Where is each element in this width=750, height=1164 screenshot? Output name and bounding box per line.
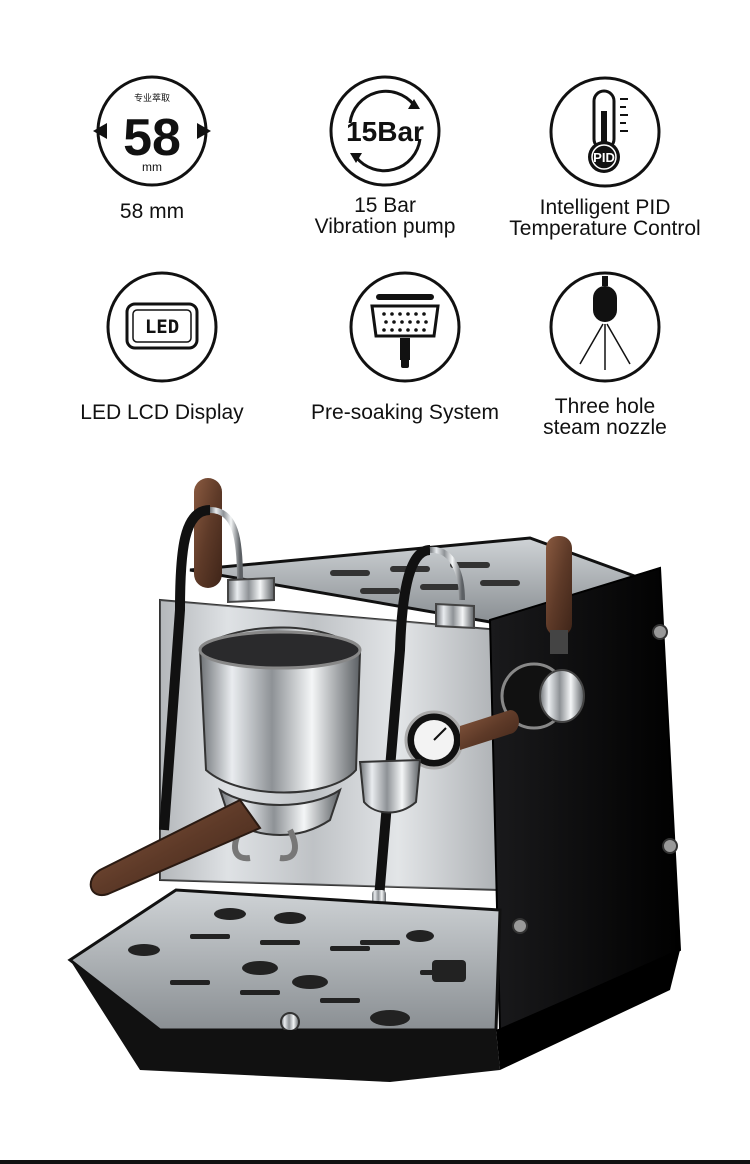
icon-15bar-text: 15Bar: [346, 116, 424, 147]
feature-steam-nozzle: Three hole steam nozzle: [520, 270, 690, 438]
bottom-divider: [0, 1160, 750, 1164]
feature-pid: PID Intelligent PID Temperature Control: [495, 75, 715, 239]
caption-line: 15 Bar: [354, 194, 416, 217]
feature-15bar: 15Bar 15 Bar Vibration pump: [300, 75, 470, 237]
icon-58-number: 58: [123, 109, 181, 167]
caption-line: LED LCD Display: [80, 401, 244, 424]
portafilter-size-icon: 专业萃取 58 mm: [93, 75, 211, 187]
shower-screen-icon: [349, 271, 461, 383]
caption-line: steam nozzle: [543, 416, 667, 439]
icon-led-text: LED: [145, 316, 179, 338]
caption-line: Temperature Control: [509, 217, 701, 240]
led-display-icon: LED: [106, 271, 218, 383]
espresso-machine-image: [67, 478, 682, 1082]
pressure-pump-icon: 15Bar: [329, 75, 441, 187]
caption-line: 58 mm: [119, 200, 185, 223]
steam-nozzle-icon: [549, 271, 661, 383]
caption-line: Vibration pump: [314, 215, 456, 238]
feature-58mm: 专业萃取 58 mm 58 mm: [82, 75, 222, 222]
caption-line: Pre-soaking System: [311, 401, 499, 424]
feature-led: LED LED LCD Display: [70, 270, 254, 423]
icon-58-unit: mm: [142, 160, 162, 174]
icon-pid-text: PID: [593, 150, 615, 165]
feature-presoak: Pre-soaking System: [300, 270, 510, 423]
thermometer-icon: PID: [549, 76, 661, 188]
icon-58-top-text: 专业萃取: [134, 92, 170, 104]
caption-line: Intelligent PID: [539, 196, 671, 219]
caption-line: Three hole: [554, 395, 656, 418]
